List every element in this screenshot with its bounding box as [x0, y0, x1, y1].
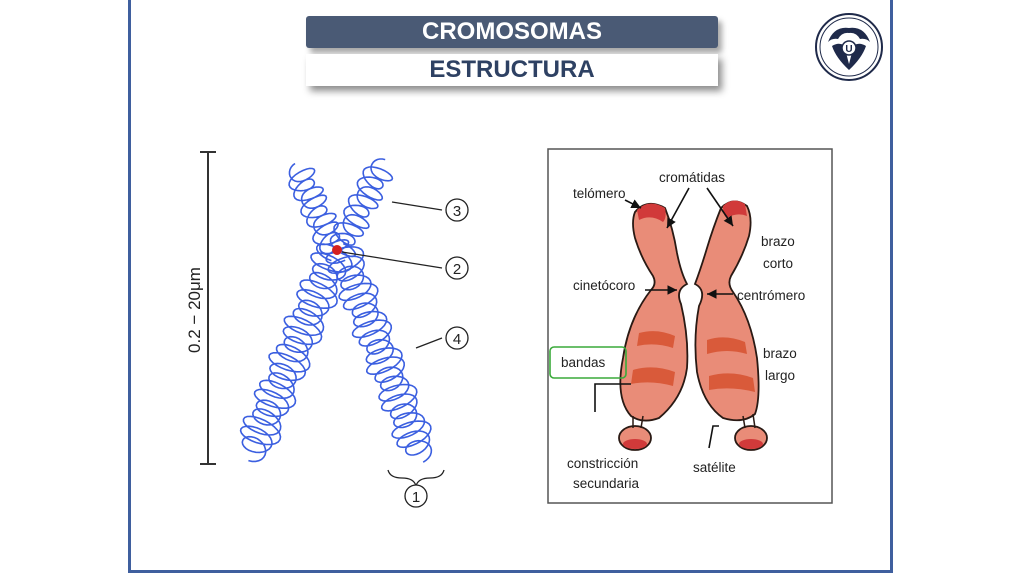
arm-upper-right — [329, 158, 394, 258]
university-crest-icon: U — [815, 13, 883, 81]
marker-4: 4 — [415, 326, 469, 350]
scale-label: 0.2 − 20μm — [185, 267, 204, 353]
marker-2: 2 — [341, 251, 469, 280]
title-banner: CROMOSOMAS — [306, 16, 718, 48]
label-brazo-largo-1: brazo — [763, 346, 797, 361]
scale-bar: 0.2 − 20μm — [185, 151, 216, 465]
slide-title: CROMOSOMAS — [422, 18, 602, 45]
bandas-highlight-box — [549, 346, 627, 379]
chromosome-body — [618, 200, 768, 451]
label-brazo-corto-1: brazo — [761, 234, 795, 249]
marker-4-label: 4 — [453, 331, 461, 348]
marker-1: 1 — [387, 469, 445, 508]
marker-3: 3 — [391, 198, 469, 222]
arm-lower-right — [325, 245, 433, 463]
slide-subtitle: ESTRUCTURA — [429, 56, 595, 83]
band-2 — [631, 367, 675, 386]
label-telomero: telómero — [573, 186, 626, 201]
band-3 — [707, 337, 747, 354]
marker-2-label: 2 — [453, 261, 461, 278]
svg-text:U: U — [845, 44, 852, 55]
chromatin-strands — [239, 158, 433, 463]
pointer-lines — [594, 187, 734, 449]
subtitle-banner: ESTRUCTURA — [306, 54, 718, 86]
label-centromero: centrómero — [737, 288, 805, 303]
label-constriccion-1: constricción — [567, 456, 638, 471]
chromosome-structure-diagram: cromátidas telómero brazo corto cinetóco… — [547, 148, 833, 504]
centromere-dot — [332, 245, 342, 255]
marker-1-label: 1 — [412, 489, 420, 506]
chromatin-diagram: 0.2 − 20μm 3 2 4 1 — [185, 151, 469, 508]
band-1 — [637, 331, 675, 348]
marker-3-label: 3 — [453, 203, 461, 220]
band-4 — [709, 373, 755, 392]
label-satelite: satélite — [693, 460, 736, 475]
label-bandas: bandas — [561, 355, 606, 370]
label-cromatidas: cromátidas — [659, 170, 725, 185]
label-cinetocoro: cinetócoro — [573, 278, 635, 293]
label-constriccion-2: secundaria — [573, 476, 640, 491]
label-brazo-largo-2: largo — [765, 368, 795, 383]
label-brazo-corto-2: corto — [763, 256, 793, 271]
arm-lower-left — [239, 243, 353, 463]
arm-upper-left — [288, 162, 350, 255]
